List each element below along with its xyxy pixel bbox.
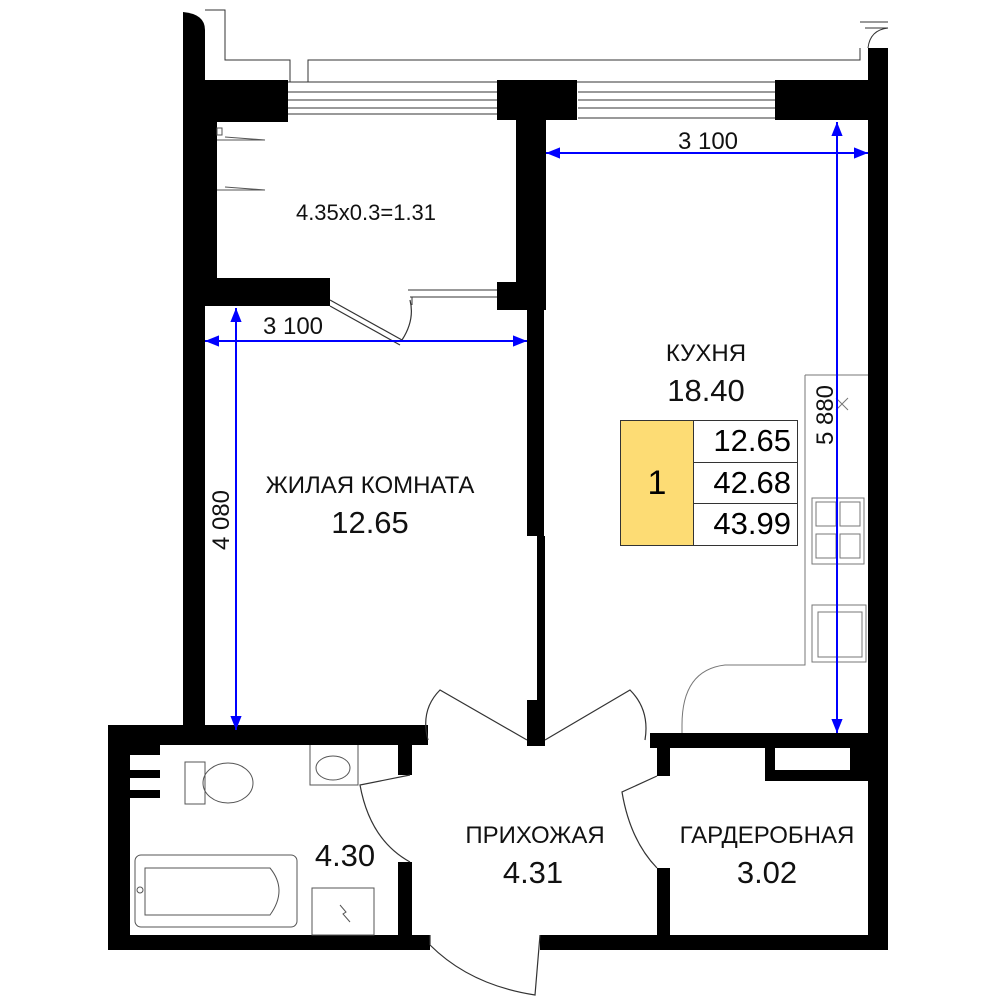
bathroom-fixtures: [134, 127, 375, 936]
kitchen-name: КУХНЯ: [665, 340, 747, 367]
dim-kitchen-length-label: 5 880: [812, 384, 839, 446]
window-sill: [408, 289, 497, 305]
kitchen-area: 18.40: [667, 373, 745, 408]
rooms-count: 1: [621, 421, 694, 545]
doors: [329, 299, 658, 996]
living-room-name: ЖИЛАЯ КОМНАТА: [265, 472, 475, 499]
wardrobe-name: ГАРДЕРОБНАЯ: [679, 822, 855, 849]
bathroom-area: 4.30: [314, 838, 376, 873]
dim-kitchen-width-label: 3 100: [677, 128, 739, 155]
dimension-lines: [205, 122, 868, 733]
walls: [108, 12, 888, 950]
hallway-area: 4.31: [502, 855, 564, 890]
dim-living-length-label: 4 080: [208, 489, 235, 551]
total-area-with-loggia-value: 43.99: [713, 506, 791, 542]
living-area-value: 12.65: [694, 421, 797, 463]
hallway-name: ПРИХОЖАЯ: [465, 822, 605, 849]
dim-living-width-label: 3 100: [262, 313, 324, 340]
loggia-area-label: 4.35x0.3=1.31: [295, 200, 437, 225]
living-room-area: 12.65: [331, 505, 409, 540]
total-area-value: 42.68: [694, 463, 797, 505]
wardrobe-area: 3.02: [736, 855, 798, 890]
apartment-summary: 1 12.65 42.68 43.99: [620, 420, 798, 546]
